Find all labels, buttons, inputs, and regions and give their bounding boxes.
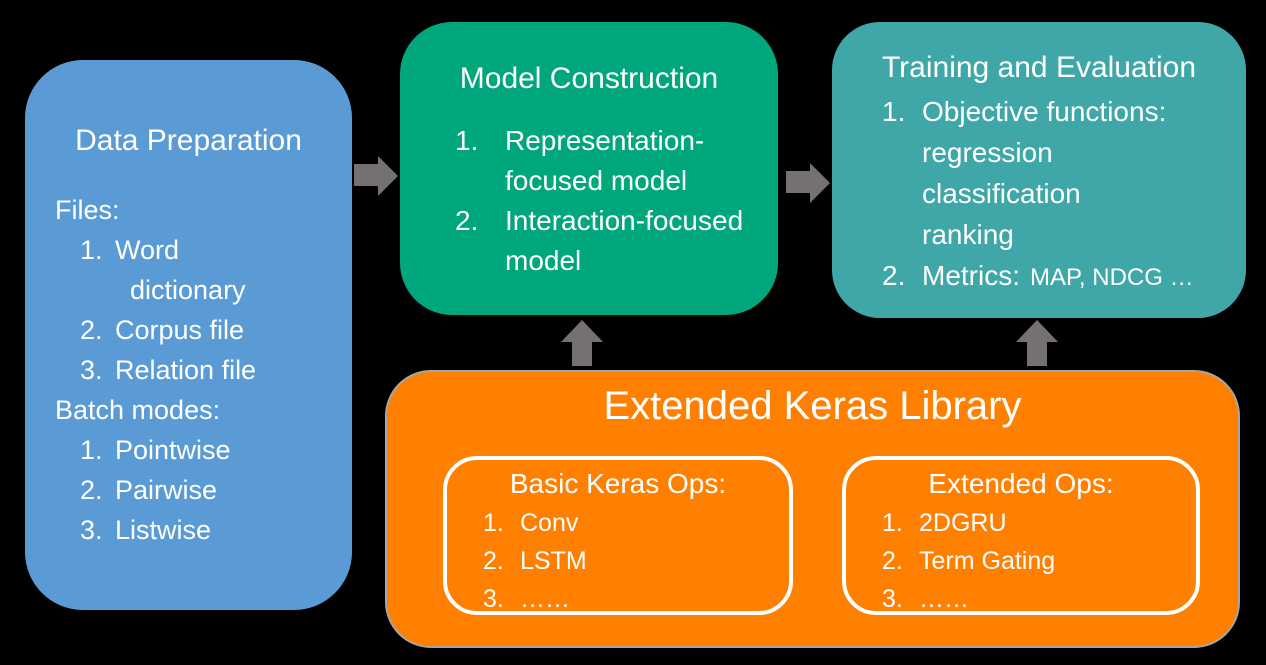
basic-keras-ops-title: Basic Keras Ops: bbox=[509, 468, 727, 499]
list-item: 2. Pairwise bbox=[55, 470, 256, 510]
item-number: 3. bbox=[80, 515, 103, 545]
list-item: 2. LSTM bbox=[483, 542, 587, 580]
arrow-up-keras-to-training-icon bbox=[1016, 320, 1058, 366]
data-preparation-content: Files: 1. Word dictionary 2. Corpus file… bbox=[55, 190, 256, 550]
list-item: 2. Interaction-focused model bbox=[455, 201, 743, 281]
metrics-values: MAP, NDCG … bbox=[1030, 264, 1194, 291]
basic-keras-ops-box: Basic Keras Ops: 1. Conv 2. LSTM 3. …… bbox=[443, 456, 793, 615]
list-item: 2. Term Gating bbox=[882, 542, 1055, 580]
item-number: 3. bbox=[80, 355, 103, 385]
list-item: 2. Corpus file bbox=[55, 310, 256, 350]
keras-library-title: Extended Keras Library bbox=[603, 384, 1022, 428]
item-number: 2. bbox=[483, 547, 504, 575]
item-text: Pairwise bbox=[115, 475, 218, 505]
list-item: 3. Relation file bbox=[55, 350, 256, 390]
training-evaluation-title: Training and Evaluation bbox=[881, 51, 1197, 84]
item-text: Objective functions: bbox=[922, 96, 1167, 127]
extended-ops-list: 1. 2DGRU 2. Term Gating 3. …… bbox=[882, 504, 1055, 618]
list-item: 3. …… bbox=[882, 580, 1055, 618]
item-text: Pointwise bbox=[115, 435, 231, 465]
item-text: Listwise bbox=[115, 515, 212, 545]
item-text: Term Gating bbox=[919, 547, 1056, 575]
list-item: 1. Conv bbox=[483, 504, 587, 542]
item-number: 3. bbox=[483, 585, 504, 613]
item-text: ranking bbox=[922, 219, 1014, 250]
item-text: Relation file bbox=[115, 355, 257, 385]
list-item: 1. Pointwise bbox=[55, 430, 256, 470]
list-item: 3. …… bbox=[483, 580, 587, 618]
model-construction-box: Model Construction 1. Representation- fo… bbox=[400, 22, 778, 315]
keras-library-box: Extended Keras Library Basic Keras Ops: … bbox=[385, 370, 1240, 648]
data-preparation-box: Data Preparation Files: 1. Word dictiona… bbox=[25, 60, 352, 610]
arrow-up-keras-to-model-icon bbox=[561, 320, 603, 366]
item-text: focused model bbox=[505, 165, 688, 196]
item-number: 1. bbox=[483, 509, 504, 537]
item-text: regression bbox=[922, 137, 1053, 168]
list-item: 1. Representation- focused model bbox=[455, 121, 743, 201]
metrics-label: Metrics: bbox=[922, 260, 1020, 291]
arrow-right-model-to-training-icon bbox=[786, 163, 830, 203]
item-text: Word bbox=[115, 235, 180, 265]
item-number: 1. bbox=[882, 96, 906, 127]
list-item: 3. Listwise bbox=[55, 510, 256, 550]
extended-ops-box: Extended Ops: 1. 2DGRU 2. Term Gating 3.… bbox=[842, 456, 1200, 615]
list-item: 2. Metrics: MAP, NDCG … bbox=[882, 255, 1194, 298]
files-label: Files: bbox=[55, 195, 120, 225]
basic-keras-ops-list: 1. Conv 2. LSTM 3. …… bbox=[483, 504, 587, 618]
item-text: model bbox=[505, 245, 582, 276]
item-number: 2. bbox=[882, 260, 906, 291]
model-construction-list: 1. Representation- focused model 2. Inte… bbox=[455, 121, 743, 281]
item-number: 1. bbox=[882, 509, 903, 537]
item-number: 1. bbox=[80, 435, 103, 465]
batch-modes-label: Batch modes: bbox=[55, 395, 221, 425]
arrow-right-data-to-model-icon bbox=[354, 156, 398, 196]
training-evaluation-list: 1. Objective functions: regression class… bbox=[882, 91, 1194, 298]
model-construction-title: Model Construction bbox=[459, 62, 719, 95]
list-item: 1. 2DGRU bbox=[882, 504, 1055, 542]
item-text: Interaction-focused bbox=[505, 205, 744, 236]
item-text: Representation- bbox=[505, 125, 705, 156]
item-text: LSTM bbox=[520, 547, 587, 575]
list-item: 1. Objective functions: regression class… bbox=[882, 91, 1194, 255]
item-text: Conv bbox=[520, 509, 579, 537]
item-text: …… bbox=[520, 585, 570, 613]
item-number: 1. bbox=[80, 235, 103, 265]
item-number: 2. bbox=[80, 475, 103, 505]
item-number: 2. bbox=[882, 547, 903, 575]
extended-ops-title: Extended Ops: bbox=[928, 468, 1114, 499]
item-text: classification bbox=[922, 178, 1081, 209]
list-item: 1. Word dictionary bbox=[55, 230, 256, 310]
item-text: 2DGRU bbox=[919, 509, 1007, 537]
item-number: 1. bbox=[455, 125, 479, 156]
item-number: 2. bbox=[80, 315, 103, 345]
training-evaluation-box: Training and Evaluation 1. Objective fun… bbox=[832, 22, 1246, 318]
item-text: dictionary bbox=[130, 275, 246, 305]
item-number: 2. bbox=[455, 205, 479, 236]
item-text: …… bbox=[919, 585, 969, 613]
item-text: Corpus file bbox=[115, 315, 245, 345]
item-number: 3. bbox=[882, 585, 903, 613]
data-preparation-title: Data Preparation bbox=[75, 124, 302, 157]
